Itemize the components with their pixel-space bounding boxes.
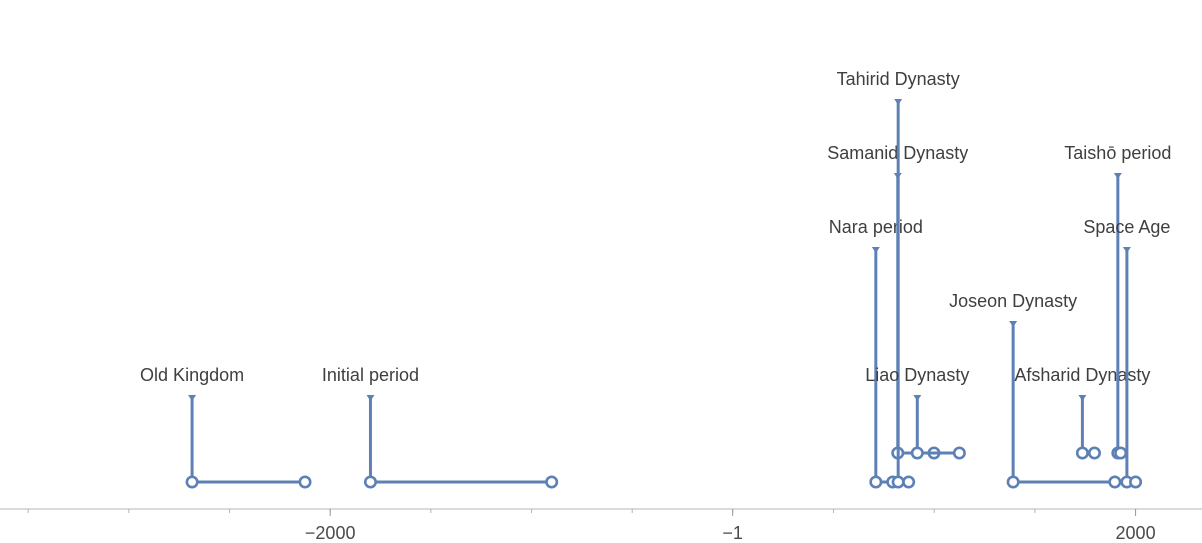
- timeline-event: Space Age: [1083, 217, 1170, 489]
- event-end-marker: [1129, 475, 1143, 489]
- event-end-marker: [902, 475, 916, 489]
- event-stem-cap: [366, 395, 375, 401]
- x-axis: −2000 −1 2000: [0, 508, 1202, 543]
- event-label: Space Age: [1083, 217, 1170, 237]
- event-start-marker: [891, 475, 905, 489]
- event-start-marker: [1006, 475, 1020, 489]
- timeline-event: Old Kingdom: [140, 365, 312, 489]
- event-label: Taishō period: [1064, 143, 1171, 163]
- timeline-event: Afsharid Dynasty: [1014, 365, 1150, 460]
- event-start-marker: [910, 446, 924, 460]
- event-start-marker: [185, 475, 199, 489]
- event-start-marker: [363, 475, 377, 489]
- event-end-marker: [952, 446, 966, 460]
- event-end-marker: [298, 475, 312, 489]
- event-label: Joseon Dynasty: [949, 291, 1077, 311]
- timeline-event: Tahirid Dynasty: [837, 69, 960, 489]
- event-end-marker: [1114, 446, 1128, 460]
- x-tick-label: −1: [722, 523, 743, 543]
- event-label: Liao Dynasty: [865, 365, 969, 385]
- event-end-marker: [545, 475, 559, 489]
- timeline-event: Joseon Dynasty: [949, 291, 1122, 489]
- event-label: Nara period: [829, 217, 923, 237]
- x-tick-label: −2000: [305, 523, 356, 543]
- event-stem-cap: [188, 395, 197, 401]
- event-end-marker: [1087, 446, 1101, 460]
- timeline-event: Taishō period: [1064, 143, 1171, 460]
- timeline-event: Initial period: [322, 365, 559, 489]
- event-end-marker: [1108, 475, 1122, 489]
- event-stem-cap: [1009, 321, 1018, 327]
- event-label: Old Kingdom: [140, 365, 244, 385]
- event-label: Initial period: [322, 365, 419, 385]
- event-stem-cap: [871, 247, 880, 253]
- event-stem-cap: [1113, 173, 1122, 179]
- event-start-marker: [1075, 446, 1089, 460]
- x-tick-label: 2000: [1116, 523, 1156, 543]
- event-start-marker: [869, 475, 883, 489]
- event-stem-cap: [1078, 395, 1087, 401]
- event-stem-cap: [894, 99, 903, 105]
- timeline-event: Liao Dynasty: [865, 365, 969, 460]
- event-label: Tahirid Dynasty: [837, 69, 960, 89]
- event-stem-cap: [1122, 247, 1131, 253]
- event-label: Afsharid Dynasty: [1014, 365, 1150, 385]
- timeline-event: Nara period: [829, 217, 923, 489]
- event-stem-cap: [913, 395, 922, 401]
